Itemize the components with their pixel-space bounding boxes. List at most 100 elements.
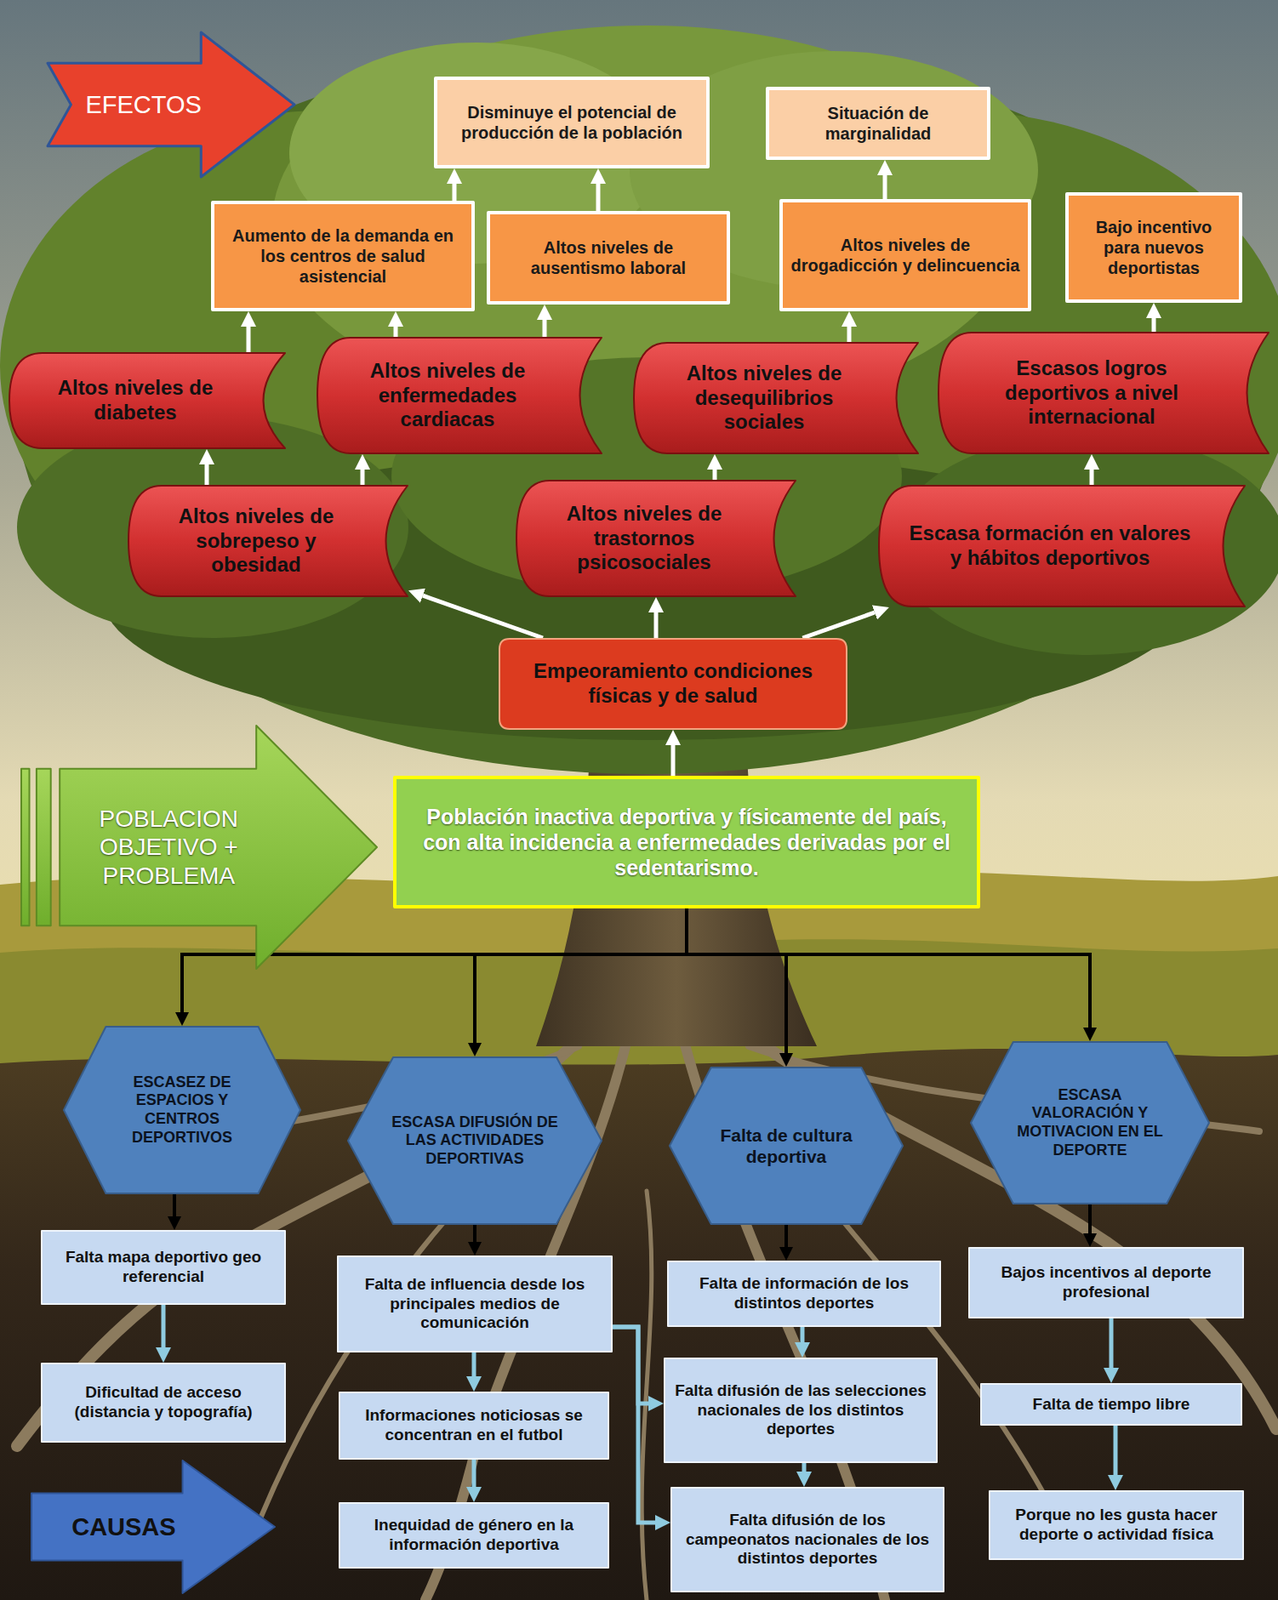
arrow-connector	[654, 612, 659, 639]
arrow-connector	[1088, 1204, 1092, 1234]
shape-outline	[878, 485, 1245, 607]
shape-outline	[339, 1392, 609, 1460]
arrow-connector	[713, 469, 718, 480]
shape-outline	[59, 725, 377, 970]
shape-outline	[767, 88, 989, 159]
shape-outline	[21, 769, 30, 926]
node-label: Bajo incentivo para nuevos deportistas	[1075, 216, 1233, 279]
arrow-connector	[802, 1463, 807, 1472]
cause-box: Falta de tiempo libre	[980, 1383, 1243, 1427]
arrow-connector	[161, 1305, 166, 1348]
shape-outline	[435, 78, 708, 167]
shape-outline	[669, 1067, 903, 1225]
cause-box: Falta de influencia desde los principale…	[336, 1255, 613, 1353]
shape-outline	[664, 1358, 937, 1463]
effect-box: Altos niveles de ausentismo laboral	[486, 211, 731, 305]
shape-outline	[938, 332, 1269, 454]
arrow-connector	[612, 1327, 649, 1404]
arrow-connector	[883, 175, 888, 200]
effect-box: Disminuye el potencial de producción de …	[433, 76, 710, 169]
node-label: Escasa formación en valores y hábitos de…	[903, 521, 1197, 571]
roots	[17, 1021, 1277, 1600]
shape-outline	[667, 1261, 941, 1327]
node-label: Falta de cultura deportiva	[708, 1124, 864, 1168]
effect-box-outline	[779, 199, 1032, 312]
shape-outline	[981, 1384, 1242, 1426]
shape-outline	[339, 1503, 609, 1569]
node-label: Falta mapa deportivo geo referencial	[49, 1248, 278, 1288]
arrow-connector	[686, 908, 1090, 1028]
shape-outline	[781, 200, 1030, 310]
effect-banner: Altos niveles de desequilibrios sociales	[633, 342, 919, 455]
cause-hexagon: ESCASA DIFUSIÓN DE LAS ACTIVIDADES DEPOR…	[347, 1056, 603, 1226]
node-label: Altos niveles de enfermedades cardiacas	[342, 359, 554, 433]
shape-outline	[970, 1042, 1210, 1204]
arrow-connector	[474, 908, 687, 1044]
node-label: EFECTOS	[80, 90, 206, 120]
arrow-connector	[686, 908, 787, 1054]
arrow-connector	[542, 319, 548, 337]
effect-banner: Altos niveles de diabetes	[8, 352, 286, 450]
effect-box: Bajo incentivo para nuevos deportistas	[1065, 192, 1243, 303]
effect-box-outline	[765, 86, 991, 160]
arrow-connector	[800, 1327, 805, 1343]
arrow-connector	[172, 1194, 177, 1217]
effect-box-outline	[433, 76, 710, 169]
node-label: ESCASA DIFUSIÓN DE LAS ACTIVIDADES DEPOR…	[390, 1113, 560, 1170]
node-label: Falta difusión de los campeonatos nacion…	[678, 1511, 936, 1569]
shape-outline	[47, 32, 295, 177]
arrow-connector	[205, 464, 210, 485]
shape-outline	[36, 769, 52, 926]
arrow-connector	[422, 595, 543, 639]
arrow-connector	[472, 1460, 477, 1488]
shape-outline	[31, 1460, 275, 1594]
node-label: Altos niveles de sobrepeso y obesidad	[153, 504, 360, 578]
node-label: Disminuye el potencial de producción de …	[444, 102, 700, 143]
arrow-connector	[1152, 318, 1157, 332]
shape-outline	[394, 777, 979, 908]
cause-hexagon-outline	[668, 1066, 904, 1226]
node-label: Falta de influencia desde los principale…	[345, 1275, 605, 1334]
shape-outline	[516, 480, 796, 597]
shape-outline	[488, 212, 729, 303]
node-label: Aumento de la demanda en los centros de …	[221, 225, 465, 287]
node-label: Altos niveles de ausentismo laboral	[496, 237, 720, 279]
cause-box: Falta difusión de las selecciones nacion…	[663, 1357, 938, 1464]
effect-box: Altos niveles de drogadicción y delincue…	[779, 199, 1032, 312]
shape-outline	[63, 1026, 301, 1194]
effect-banner: Escasos logros deportivos a nivel intern…	[937, 331, 1270, 455]
effect-banner: Altos niveles de enfermedades cardiacas	[316, 336, 603, 455]
effect-box-outline	[486, 211, 731, 305]
shape-outline	[317, 337, 602, 454]
cause-box: Informaciones noticiosas se concentran e…	[338, 1392, 610, 1461]
node-label: ESCASEZ DE ESPACIOS Y CENTROS DEPORTIVOS	[103, 1073, 262, 1147]
cause-hexagon: ESCASEZ DE ESPACIOS Y CENTROS DEPORTIVOS	[62, 1026, 302, 1195]
central-problem-box: Población inactiva deportiva y físicamen…	[393, 775, 981, 909]
node-label: Altos niveles de diabetes	[34, 376, 237, 426]
node-label: Altos niveles de drogadicción y delincue…	[789, 234, 1022, 276]
node-label: Falta de tiempo libre	[988, 1395, 1234, 1415]
node-label: Bajos incentivos al deporte profesional	[976, 1263, 1236, 1303]
node-label: Informaciones noticiosas se concentran e…	[347, 1406, 601, 1446]
soil	[0, 1049, 1278, 1600]
cause-hexagon: ESCASA VALORACIÓN Y MOTIVACION EN EL DEP…	[969, 1041, 1210, 1205]
arrow-connector	[360, 469, 366, 485]
node-label: Porque no les gusta hacer deporte o acti…	[997, 1506, 1236, 1546]
node-label: ESCASA VALORACIÓN Y MOTIVACION EN EL DEP…	[1010, 1086, 1170, 1160]
shape-outline	[128, 485, 408, 597]
node-label: Altos niveles de trastornos psicosociale…	[541, 502, 748, 576]
arrow-connector	[596, 183, 601, 212]
effect-banner: Altos niveles de sobrepeso y obesidad	[127, 484, 409, 598]
shape-outline	[41, 1231, 286, 1305]
cause-box: Falta difusión de los campeonatos nacion…	[670, 1487, 945, 1593]
node-label: Altos niveles de desequilibrios sociales	[658, 361, 870, 435]
arrow-connector	[472, 1352, 477, 1377]
shape-outline	[1066, 193, 1241, 302]
node-label: Dificultad de acceso (distancia y topogr…	[49, 1383, 278, 1423]
arrow-connector	[246, 326, 252, 353]
arrow-connector	[671, 745, 676, 776]
shape-outline	[499, 639, 847, 730]
arrow-connector	[1089, 469, 1095, 485]
problem-arrow: POBLACION OBJETIVO + PROBLEMA	[20, 724, 378, 970]
shape-outline	[41, 1363, 286, 1443]
